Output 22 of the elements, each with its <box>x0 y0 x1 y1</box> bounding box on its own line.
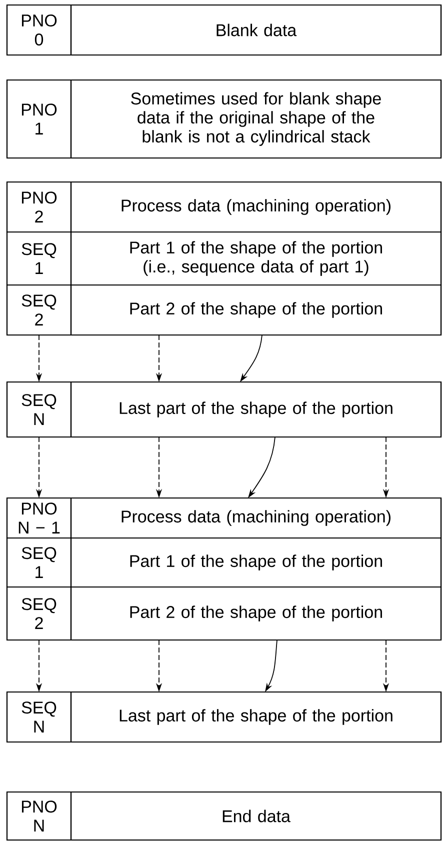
data-box: Part 1 of the shape of the portion (i.e., sequence data of part 1) <box>70 231 442 286</box>
code-box: PNO 2 <box>6 181 72 233</box>
data-box: Part 2 of the shape of the portion <box>70 284 442 336</box>
code-box: SEQ 1 <box>6 537 72 588</box>
data-box: Part 1 of the shape of the portion <box>70 537 442 588</box>
code-box: PNO N <box>6 791 72 841</box>
data-box: Last part of the shape of the portion <box>70 691 442 743</box>
code-box: SEQ 1 <box>6 231 72 286</box>
data-box: Sometimes used for blank shape data if the original shape of the blank is not a cylindrical stack <box>70 79 442 159</box>
data-box: End data <box>70 791 442 841</box>
code-box: SEQ 2 <box>6 586 72 641</box>
code-box: SEQ 2 <box>6 284 72 336</box>
code-box: SEQ N <box>6 381 72 438</box>
code-box: PNO N − 1 <box>6 497 72 539</box>
data-box: Last part of the shape of the portion <box>70 381 442 438</box>
code-box: PNO 0 <box>6 4 72 56</box>
code-box: SEQ N <box>6 691 72 743</box>
data-box: Process data (machining operation) <box>70 497 442 539</box>
code-box: PNO 1 <box>6 79 72 159</box>
data-box: Part 2 of the shape of the portion <box>70 586 442 641</box>
data-box: Blank data <box>70 4 442 56</box>
data-box: Process data (machining operation) <box>70 181 442 233</box>
